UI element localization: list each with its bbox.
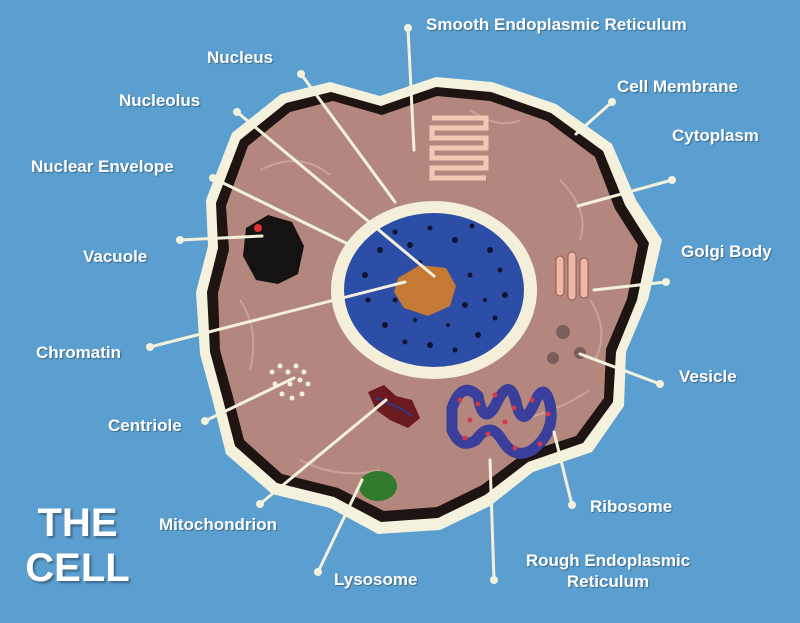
chromatin xyxy=(362,223,508,353)
label-lysosome: Lysosome xyxy=(334,570,418,589)
centriole xyxy=(269,363,311,401)
label-rough-er-line1: Rough Endoplasmic xyxy=(525,551,691,570)
golgi-body xyxy=(555,251,589,301)
title-line1: THE xyxy=(37,501,118,545)
pointer-tips xyxy=(146,24,676,584)
vacuole xyxy=(243,215,304,284)
label-vesicle: Vesicle xyxy=(679,367,737,386)
label-cytoplasm: Cytoplasm xyxy=(672,126,759,145)
vesicle xyxy=(556,325,570,339)
nucleolus xyxy=(394,265,456,316)
vacuole-spot xyxy=(254,224,262,232)
lysosome xyxy=(359,471,397,501)
label-nucleus: Nucleus xyxy=(207,48,274,67)
label-nuclear-envelope: Nuclear Envelope xyxy=(31,157,174,176)
label-chromatin: Chromatin xyxy=(36,343,121,362)
label-golgi-body: Golgi Body xyxy=(681,242,772,261)
label-nucleolus: Nucleolus xyxy=(119,91,201,110)
rough-er xyxy=(446,384,557,459)
label-smooth-er: Smooth Endoplasmic Reticulum xyxy=(426,15,687,34)
label-centriole: Centriole xyxy=(108,416,182,435)
ribosome xyxy=(457,392,551,451)
label-ribosome: Ribosome xyxy=(590,497,673,516)
vesicle-2 xyxy=(547,352,559,364)
smooth-er xyxy=(429,115,489,181)
title-line2: CELL xyxy=(25,546,130,590)
label-vacuole: Vacuole xyxy=(83,247,148,266)
pointer-lines xyxy=(148,26,674,582)
label-rough-er-line2: Reticulum xyxy=(566,572,650,591)
label-cell-membrane: Cell Membrane xyxy=(617,77,738,96)
label-mitochondrion: Mitochondrion xyxy=(159,515,278,534)
